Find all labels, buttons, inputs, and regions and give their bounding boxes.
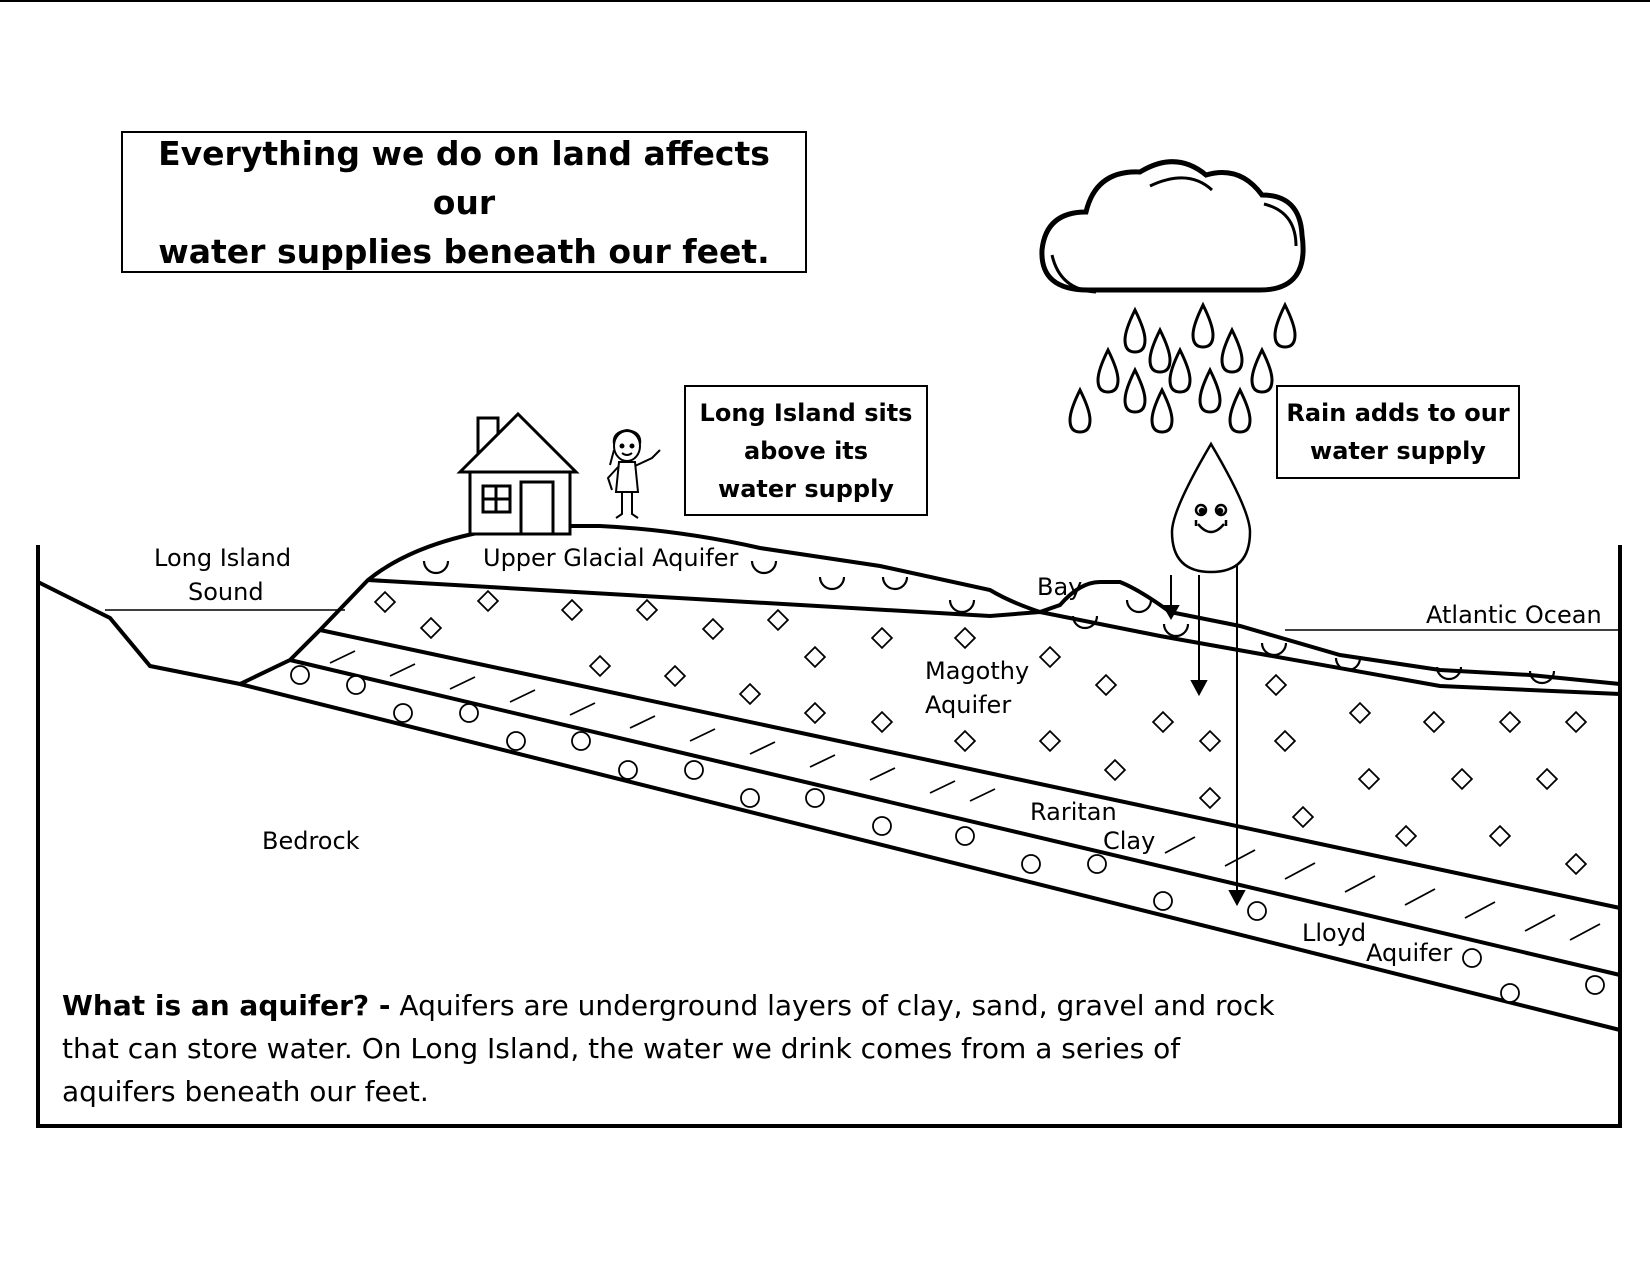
rain-drops [1068,301,1297,434]
label-lloyd-1: Lloyd [1302,919,1367,947]
label-raritan-2: Clay [1103,827,1156,855]
cloud-drawing [1039,159,1306,294]
raritan-clay-dashes [329,650,1601,941]
label-long-island-sound-2: Sound [188,578,264,606]
long-island-callout-line: water supply [718,474,894,503]
long-island-callout-line: Long Island sits [699,398,913,427]
rain-callout-line: Rain adds to our [1286,399,1510,427]
lloyd-top-line [289,658,1621,977]
label-magothy-2: Aquifer [925,691,1012,719]
upper-glacial-base-line [367,578,1621,696]
headline-line-1: Everything we do on land affects our [158,133,770,222]
label-raritan-1: Raritan [1030,798,1117,826]
label-bay: Bay [1037,573,1083,601]
raritan-top-line [319,628,1621,910]
aquifer-answer: Aquifers are underground layers of clay,… [62,989,1275,1108]
long-island-callout-line: above its [743,436,869,465]
house-drawing [456,411,580,536]
label-upper-glacial-aquifer: Upper Glacial Aquifer [483,544,739,572]
rain-callout: Rain adds to our water supply [1276,385,1520,479]
upper-glacial-gravel-arcs [422,560,1556,685]
headline-box: Everything we do on land affects our wat… [121,131,807,273]
girl-figure [606,428,661,519]
label-magothy-1: Magothy [925,657,1030,685]
label-atlantic-ocean: Atlantic Ocean [1426,601,1602,629]
infiltration-arrows [1162,565,1246,907]
water-drop-character [1170,441,1252,574]
lloyd-gravel-circles [290,665,1605,1003]
label-bedrock: Bedrock [262,827,360,855]
label-long-island-sound-1: Long Island [154,544,292,572]
long-island-callout: Long Island sits above its water supply [684,385,928,516]
aquifer-question: What is an aquifer? - [62,989,391,1022]
bedrock-top-line [239,682,1621,1032]
label-lloyd-2: Aquifer [1366,939,1453,967]
rain-callout-line: water supply [1310,437,1486,465]
top-border-line [0,0,1650,2]
headline-line-2: water supplies beneath our feet. [158,231,770,271]
magothy-sand-diamonds [373,589,1588,876]
diagram-frame [36,545,1622,1128]
ground-surface-line [37,524,1621,687]
aquifer-definition-text: What is an aquifer? - Aquifers are under… [62,984,1292,1113]
